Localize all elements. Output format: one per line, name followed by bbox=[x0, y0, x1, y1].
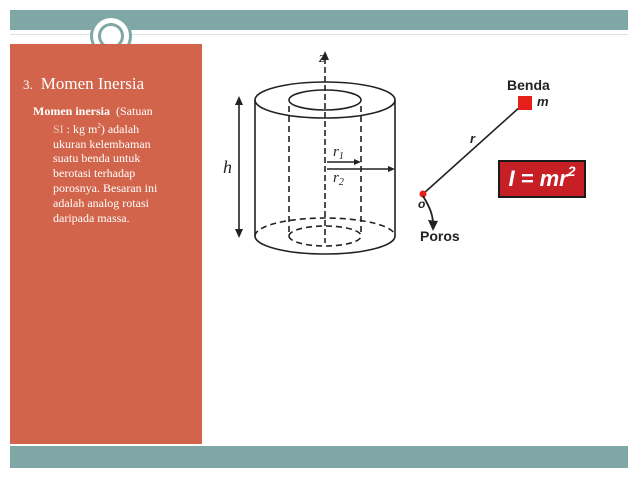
rotation-arrowhead-icon bbox=[428, 220, 438, 231]
r2-subscript: 2 bbox=[339, 177, 344, 188]
diagram: z h r1 r2 Benda m r o Poros bbox=[223, 50, 550, 255]
height-arrow-top-icon bbox=[235, 96, 243, 105]
definition-line-4: suatu benda untuk bbox=[53, 151, 141, 166]
r2-main: r bbox=[333, 170, 339, 186]
unit-exponent: 2 bbox=[97, 121, 101, 130]
divider-line bbox=[10, 34, 628, 35]
outer-bottom-back bbox=[254, 217, 396, 237]
r2-arrowhead-icon bbox=[388, 166, 395, 172]
formula-box: I = mr2 bbox=[498, 160, 586, 198]
unit-rest: : kg m bbox=[66, 121, 98, 136]
definition-line-7: adalah analog rotasi bbox=[53, 195, 149, 210]
mass-square bbox=[518, 96, 532, 110]
height-label: h bbox=[223, 157, 232, 177]
formula-text: I = mr bbox=[508, 166, 568, 191]
definition-line-3: ukuran kelembaman bbox=[53, 136, 151, 151]
radius-label: r bbox=[470, 131, 476, 146]
formula-exponent: 2 bbox=[567, 163, 576, 179]
top-band bbox=[10, 10, 628, 30]
r1-label: r1 bbox=[333, 144, 344, 162]
definition-line-5: berotasi terhadap bbox=[53, 166, 136, 181]
hollow-cylinder-diagram bbox=[235, 51, 396, 255]
poros-label: Poros bbox=[420, 228, 460, 244]
inner-bottom-back bbox=[288, 225, 362, 237]
definition-line-1: Momen inersia (Satuan bbox=[33, 104, 198, 119]
definition-line-2: SI : kg m2) adalah bbox=[33, 119, 198, 137]
origin-label: o bbox=[418, 197, 425, 211]
unit-close: ) adalah bbox=[100, 121, 140, 136]
section-number: 3. bbox=[23, 77, 33, 92]
inner-bottom bbox=[288, 235, 362, 247]
radius-line bbox=[422, 105, 522, 195]
inner-top-ellipse bbox=[288, 89, 362, 111]
definition-line-6: porosnya. Besaran ini bbox=[53, 180, 158, 195]
height-arrow-bottom-icon bbox=[235, 229, 243, 238]
section-title: Momen Inersia bbox=[40, 74, 145, 93]
definition-line-8: daripada massa. bbox=[53, 210, 130, 225]
outer-bottom-front bbox=[254, 235, 396, 255]
r1-main: r bbox=[333, 144, 339, 160]
r1-arrowhead-icon bbox=[354, 159, 361, 165]
definition-term: Momen inersia bbox=[33, 104, 110, 118]
origin-dot bbox=[419, 190, 427, 198]
benda-label: Benda bbox=[507, 77, 550, 93]
r1-subscript: 1 bbox=[339, 151, 344, 162]
z-axis-arrow-icon bbox=[321, 51, 329, 60]
left-panel bbox=[10, 44, 202, 444]
point-mass-diagram bbox=[419, 96, 532, 231]
section-heading: 3. Momen Inersia bbox=[23, 74, 144, 94]
si-text: SI bbox=[53, 121, 64, 136]
mass-label: m bbox=[537, 94, 549, 109]
z-label: z bbox=[318, 50, 325, 66]
bottom-band bbox=[10, 446, 628, 468]
r2-label: r2 bbox=[333, 170, 344, 188]
unit-open: (Satuan bbox=[116, 104, 153, 118]
definition-text: Momen inersia (Satuan SI : kg m2) adalah… bbox=[33, 104, 198, 225]
